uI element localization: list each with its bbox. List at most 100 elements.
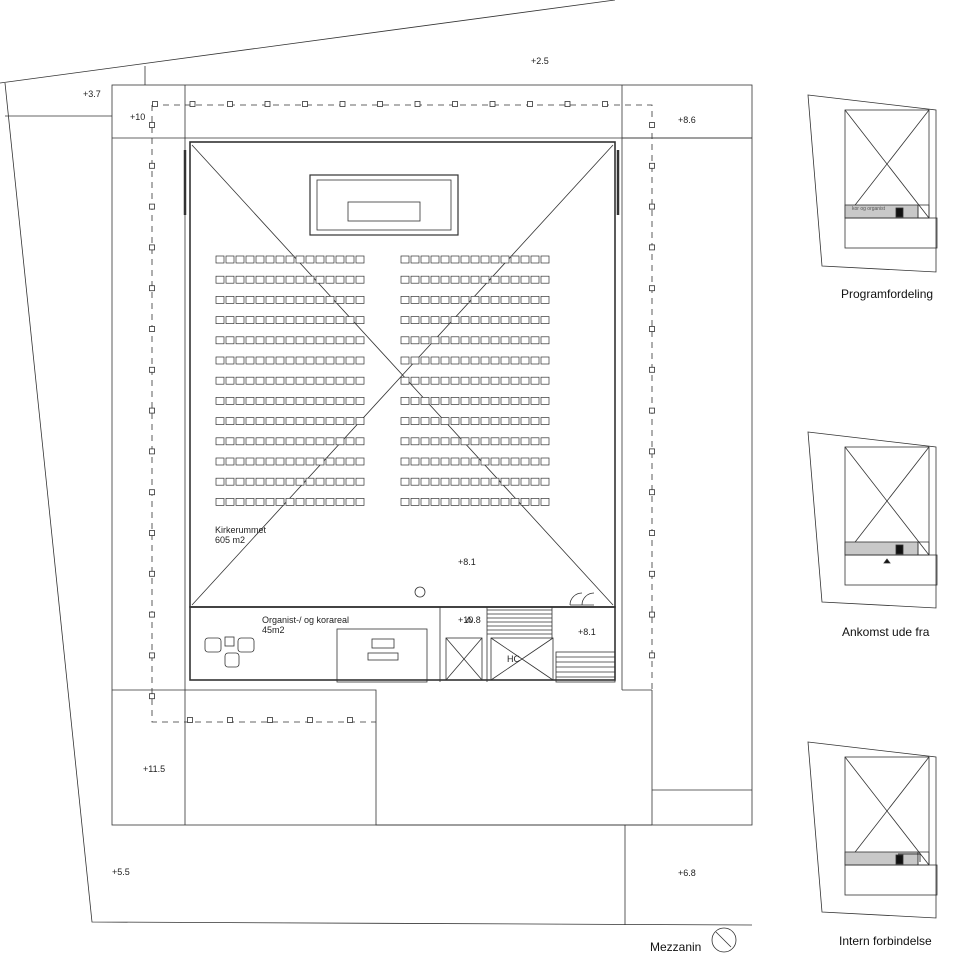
seat [430,457,440,466]
seat [510,437,520,446]
chair [224,652,240,668]
seat [460,397,470,405]
seat [305,397,315,405]
column-marker [302,101,308,107]
seat [245,336,255,345]
seat [255,316,265,324]
seat [285,296,295,304]
seat [540,477,550,486]
seat [345,417,355,425]
level-label: +8.1 [458,557,476,567]
seat [430,336,440,345]
seat [305,477,315,486]
seat [440,397,450,405]
seat [420,498,430,506]
seat [500,275,510,284]
column-marker [649,326,655,332]
seat [520,437,530,446]
seat [225,437,235,446]
seat [345,437,355,446]
seat [410,498,420,506]
seat [540,437,550,446]
seat [235,397,245,405]
seat [225,397,235,405]
column-marker [149,652,155,659]
roof-edge-dashed [152,104,653,690]
seat [490,498,500,506]
seat [225,457,235,466]
level-label: +11.5 [143,764,166,774]
seat [325,316,335,324]
seat [255,437,265,446]
seat [480,255,490,264]
seat [480,498,490,506]
seat [235,376,245,385]
seat [265,437,275,446]
seat [540,275,550,284]
seat [335,417,345,425]
seat [215,316,225,324]
seat [430,316,440,324]
seat [520,255,530,264]
column-marker [649,489,655,496]
seat [315,498,325,506]
seat [520,457,530,466]
column-marker [377,101,383,107]
seat [460,457,470,466]
seat [275,417,285,425]
seat [500,316,510,324]
seat [480,356,490,365]
seat [480,336,490,345]
seat [460,336,470,345]
seat [245,356,255,365]
seat [315,397,325,405]
seat [420,316,430,324]
seat [470,275,480,284]
seat [450,457,460,466]
seat [500,498,510,506]
seat [255,477,265,486]
column-marker [227,101,233,107]
column-marker [649,366,655,373]
organ-console [336,628,428,683]
altar-platform [309,174,459,236]
seat [530,336,540,345]
column-marker [649,285,655,292]
seat [335,316,345,324]
seat [355,477,365,486]
organ-keys [371,638,395,649]
seat [295,437,305,446]
column-marker [564,101,571,107]
seat [305,316,315,324]
column-marker [414,101,421,107]
column-marker [149,407,155,414]
column-marker [227,717,233,723]
seat [420,255,430,264]
seat [345,397,355,405]
seat [460,498,470,506]
column-marker [339,101,346,107]
seat [215,356,225,365]
seat [315,275,325,284]
seat [410,296,420,304]
seat [460,437,470,446]
seat [520,356,530,365]
seat [295,316,305,324]
seat [500,296,510,304]
seat [440,316,450,324]
seat [315,296,325,304]
seat [530,437,540,446]
seat [490,296,500,304]
seat [325,477,335,486]
seat [345,275,355,284]
seat [450,498,460,506]
column-marker [267,717,273,723]
seat [325,356,335,365]
level-label: +10.8 [458,615,481,625]
seat [315,316,325,324]
site-boundary-left [4,82,753,926]
seat [450,336,460,345]
seat [430,397,440,405]
seat [225,275,235,284]
seat [335,275,345,284]
